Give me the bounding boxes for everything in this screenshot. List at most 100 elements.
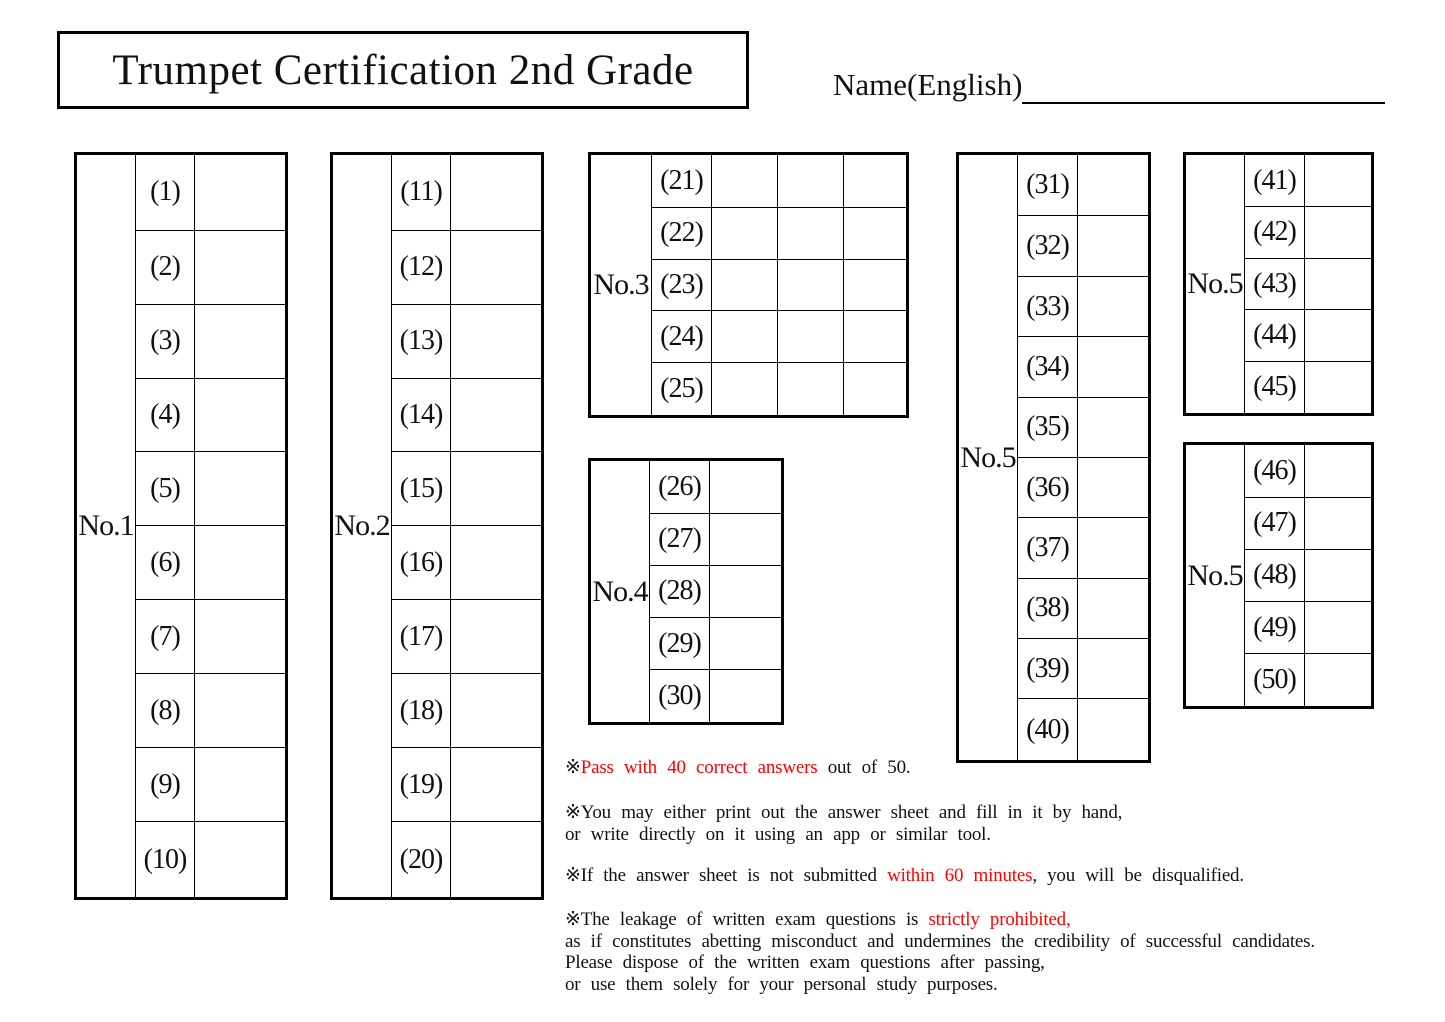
answer-cell[interactable] [711,258,778,312]
answer-cell[interactable] [1304,309,1373,362]
answer-cell[interactable] [1304,443,1373,498]
answer-cell[interactable] [450,153,543,231]
title-box: Trumpet Certification 2nd Grade [57,31,749,109]
answer-cell[interactable] [777,362,844,417]
answer-cell[interactable] [450,673,543,749]
answer-row: (24) [590,310,908,364]
answer-cell[interactable] [1077,152,1150,217]
answer-cell[interactable] [1304,360,1373,416]
answer-cell[interactable] [1077,517,1150,579]
answer-cell[interactable] [194,229,287,305]
answer-cell[interactable] [1077,336,1150,398]
question-number: (37) [1017,517,1078,579]
question-number: (1) [135,153,195,231]
answer-cell[interactable] [1077,638,1150,700]
answer-row: (9) [76,747,287,823]
answer-cell[interactable] [1077,698,1150,762]
answer-cell[interactable] [843,310,908,364]
answer-row: (8) [76,673,287,749]
answer-cell[interactable] [450,377,543,453]
answer-cell[interactable] [450,229,543,305]
answer-table-no3: No.3(21)(22)(23)(24)(25) [588,152,909,418]
note-text: or use them solely for your personal stu… [565,973,998,995]
answer-cell[interactable] [1304,548,1373,603]
answer-cell[interactable] [450,525,543,601]
answer-row: (50) [1185,653,1373,708]
answer-cell[interactable] [777,206,844,260]
note-text-red: Pass with 40 correct answers [580,757,818,778]
question-number: (50) [1244,653,1305,708]
answer-cell[interactable] [1304,206,1373,259]
name-input-line[interactable] [1022,66,1386,104]
question-number: (39) [1017,638,1078,700]
answer-cell[interactable] [1304,653,1373,708]
answer-table-no5-upper: No.5(41)(42)(43)(44)(45) [1183,152,1374,416]
answer-cell[interactable] [194,377,287,453]
answer-cell[interactable] [194,525,287,601]
question-number: (2) [135,229,195,305]
question-number: (23) [651,258,712,312]
name-label: Name(English) [833,67,1023,102]
question-number: (15) [391,451,451,527]
answer-cell[interactable] [450,821,543,899]
answer-row: No.3(21) [589,153,908,417]
answer-cell[interactable] [711,310,778,364]
answer-cell[interactable] [709,512,783,566]
question-number: (4) [135,377,195,453]
section-label: No.5 [1184,443,1245,708]
answer-row: (32) [958,215,1150,277]
answer-cell[interactable] [843,258,908,312]
question-number: (7) [135,599,195,675]
answer-cell[interactable] [709,617,783,671]
answer-cell[interactable] [450,451,543,527]
answer-cell[interactable] [194,599,287,675]
answer-cell[interactable] [711,362,778,417]
answer-cell[interactable] [709,669,783,724]
question-number: (22) [651,206,712,260]
answer-cell[interactable] [1304,152,1373,208]
answer-cell[interactable] [711,153,778,208]
answer-cell[interactable] [777,310,844,364]
answer-cell[interactable] [450,303,543,379]
answer-cell[interactable] [843,153,908,208]
answer-cell[interactable] [194,153,287,231]
question-number: (30) [649,669,710,724]
answer-cell[interactable] [777,153,844,208]
answer-cell[interactable] [194,451,287,527]
answer-cell[interactable] [1304,257,1373,311]
answer-cell[interactable] [711,206,778,260]
answer-cell[interactable] [709,459,783,514]
answer-cell[interactable] [1077,275,1150,338]
answer-row: (12) [332,229,543,305]
answer-row: (23) [590,258,908,312]
answer-cell[interactable] [1304,601,1373,655]
question-number: (27) [649,512,710,566]
answer-cell[interactable] [1304,496,1373,550]
answer-row: (6) [76,525,287,601]
note-text: out of 50. [817,757,911,778]
answer-cell[interactable] [777,258,844,312]
answer-cell[interactable] [450,599,543,675]
answer-cell[interactable] [843,206,908,260]
answer-cell[interactable] [194,673,287,749]
answer-cell[interactable] [194,303,287,379]
answer-row: (38) [958,577,1150,640]
answer-cell[interactable] [450,747,543,823]
answer-row: (4) [76,377,287,453]
note-print-or-app: ※You may either print out the answer she… [565,802,1122,845]
answer-row: (39) [958,638,1150,700]
answer-row: (28) [590,564,783,619]
question-number: (44) [1244,309,1305,362]
question-number: (31) [1017,152,1078,217]
answer-cell[interactable] [1077,215,1150,277]
answer-cell[interactable] [1077,456,1150,519]
answer-cell[interactable] [843,362,908,417]
answer-cell[interactable] [194,747,287,823]
answer-cell[interactable] [1077,396,1150,458]
answer-cell[interactable] [194,821,287,899]
answer-cell[interactable] [709,564,783,619]
answer-cell[interactable] [1077,577,1150,640]
question-number: (25) [651,362,712,417]
question-number: (47) [1244,496,1305,550]
